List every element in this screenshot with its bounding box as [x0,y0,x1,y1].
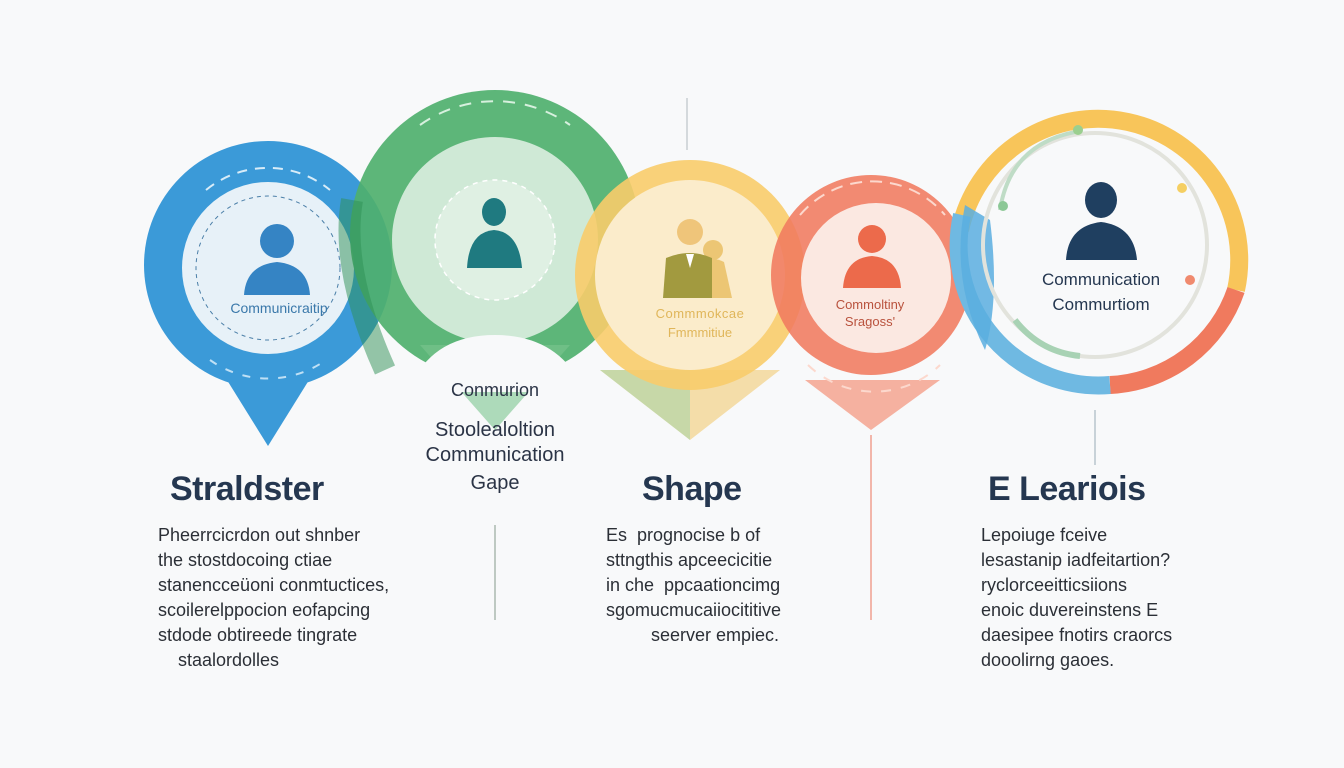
column-body-learning: Lepoiuge fceive lesastanip iadfeitartion… [981,525,1173,670]
person-icon [1066,182,1137,260]
yellow-pin-node [575,160,805,440]
green-pin-node [338,90,640,430]
column-title-shape: Shape [642,470,742,508]
middle-caption-line4: Gape [470,472,520,494]
column-body-shape: Es prognocise b of sttngthis apceeciciti… [606,525,782,645]
middle-caption-line3: Communication [425,444,565,466]
middle-caption-line2: Stoolealoltion [434,419,556,441]
ring-node-label-line1: Communication [1041,270,1161,289]
yellow-node-label-line2: Fmmmitiue [667,325,733,340]
column-title-learning: E Leariois [988,470,1146,508]
person-icon [843,225,901,288]
blue-node-label: Communicraitip [230,300,328,316]
coral-node-label-line2: Sragoss' [844,314,896,329]
person-icon [467,198,522,268]
column-title-strategy: Straldster [170,470,324,508]
column-body-strategy: Pheerrcicrdon out shnber the stostdocoin… [158,525,390,670]
coral-node-label-line1: Commoltiny [835,297,905,312]
middle-caption-line1: Conmurion [450,380,540,400]
person-icon [244,224,310,295]
two-people-icon [663,219,732,298]
yellow-node-label-line1: Commmokcae [655,306,745,321]
ring-node-label-line2: Commurtiom [1052,295,1150,314]
